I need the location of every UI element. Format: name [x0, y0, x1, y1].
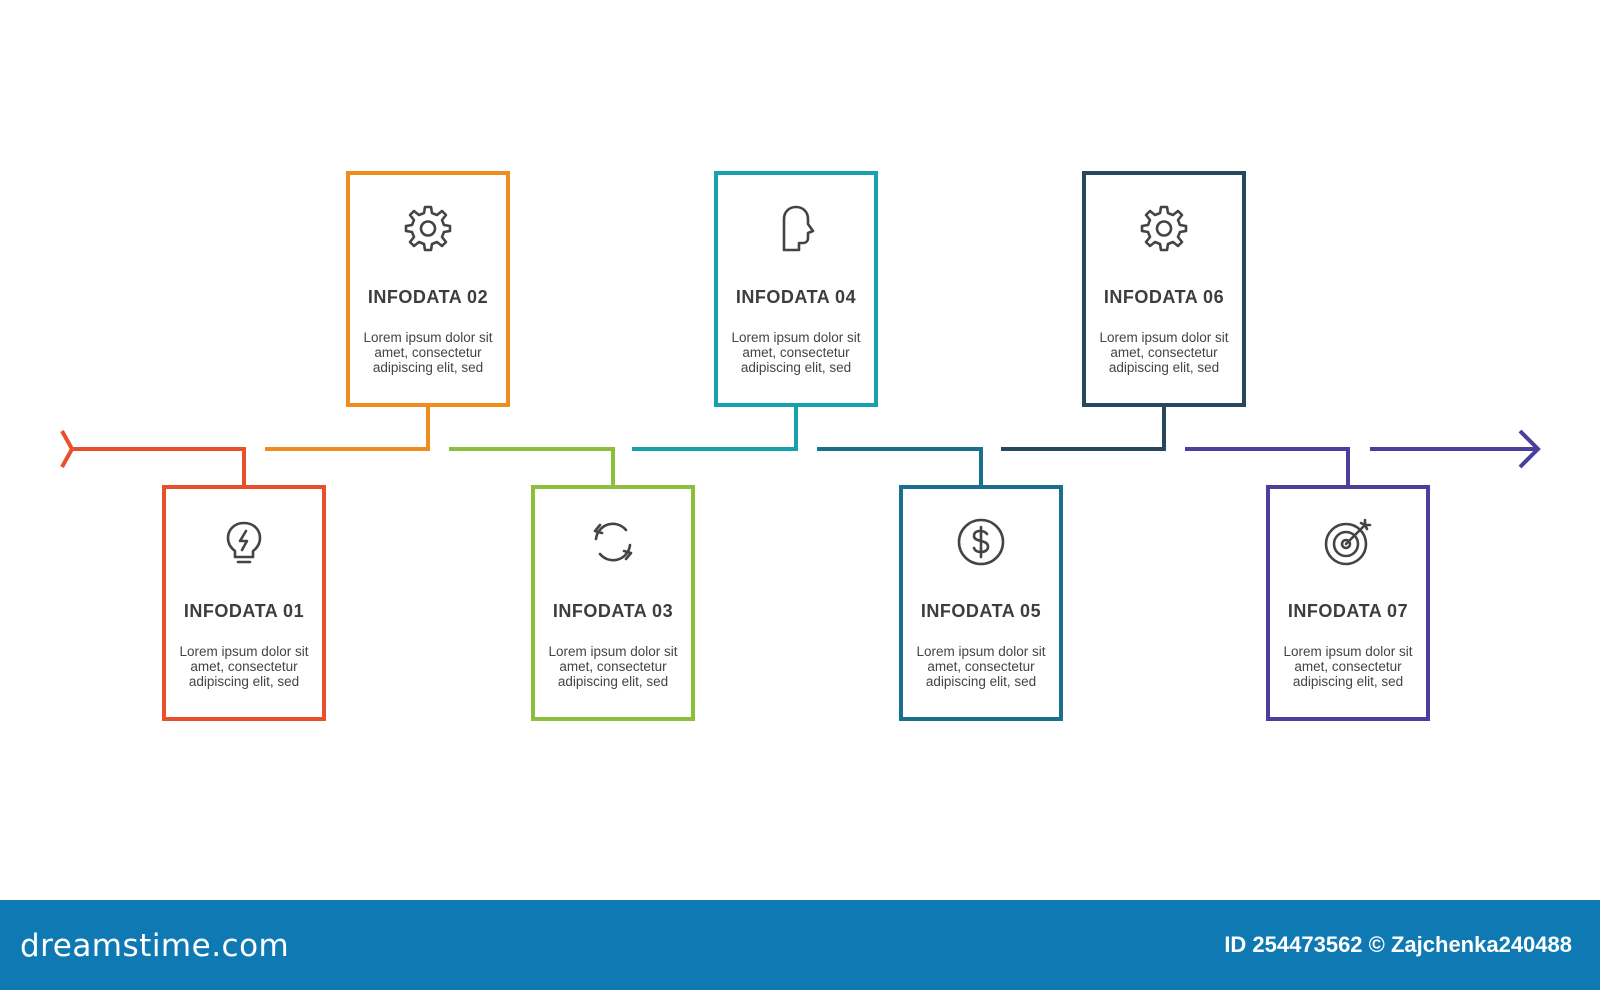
step-card-07: INFODATA 07 Lorem ipsum dolor sit amet, …: [1266, 485, 1430, 721]
step-card-03: INFODATA 03 Lorem ipsum dolor sit amet, …: [531, 485, 695, 721]
target-icon: [1323, 517, 1373, 567]
step-card-01: INFODATA 01 Lorem ipsum dolor sit amet, …: [162, 485, 326, 721]
step-description: Lorem ipsum dolor sit amet, consectetur …: [1283, 644, 1413, 689]
head-icon: [771, 203, 821, 253]
timeline-tail: [60, 430, 75, 468]
step-card-04: INFODATA 04 Lorem ipsum dolor sit amet, …: [714, 171, 878, 407]
timeline-connector: [632, 405, 798, 451]
brand-logo: dreamstime.com: [20, 928, 290, 964]
step-description: Lorem ipsum dolor sit amet, consectetur …: [179, 644, 309, 689]
step-description: Lorem ipsum dolor sit amet, consectetur …: [731, 330, 861, 375]
lightbulb-icon: [219, 517, 269, 567]
step-description: Lorem ipsum dolor sit amet, consectetur …: [363, 330, 493, 375]
step-card-06: INFODATA 06 Lorem ipsum dolor sit amet, …: [1082, 171, 1246, 407]
step-title: INFODATA 05: [920, 601, 1042, 621]
step-card-02: INFODATA 02 Lorem ipsum dolor sit amet, …: [346, 171, 510, 407]
gear-icon: [403, 203, 453, 253]
refresh-icon: [588, 517, 638, 567]
step-title: INFODATA 03: [552, 601, 674, 621]
timeline-connector: [1185, 447, 1350, 486]
step-title: INFODATA 04: [735, 287, 857, 307]
gear-icon: [1139, 203, 1189, 253]
step-title: INFODATA 02: [367, 287, 489, 307]
step-title: INFODATA 06: [1103, 287, 1225, 307]
timeline-connector: [817, 447, 983, 486]
step-description: Lorem ipsum dolor sit amet, consectetur …: [1099, 330, 1229, 375]
watermark-footer: dreamstime.com ID 254473562 © Zajchenka2…: [0, 900, 1600, 990]
timeline-diagram: INFODATA 01 Lorem ipsum dolor sit amet, …: [60, 171, 1541, 721]
step-card-05: INFODATA 05 Lorem ipsum dolor sit amet, …: [899, 485, 1063, 721]
timeline-connector: [449, 447, 615, 486]
timeline-connector: [265, 405, 430, 451]
step-description: Lorem ipsum dolor sit amet, consectetur …: [916, 644, 1046, 689]
timeline-lines: [60, 405, 1541, 486]
image-credit: ID 254473562 © Zajchenka240488: [1224, 932, 1572, 957]
step-description: Lorem ipsum dolor sit amet, consectetur …: [548, 644, 678, 689]
timeline-connector: [1001, 405, 1166, 451]
timeline-arrowhead: [1518, 429, 1541, 469]
step-title: INFODATA 07: [1287, 601, 1409, 621]
dollar-icon: [956, 517, 1006, 567]
step-title: INFODATA 01: [183, 601, 305, 621]
timeline-connector: [72, 447, 246, 486]
